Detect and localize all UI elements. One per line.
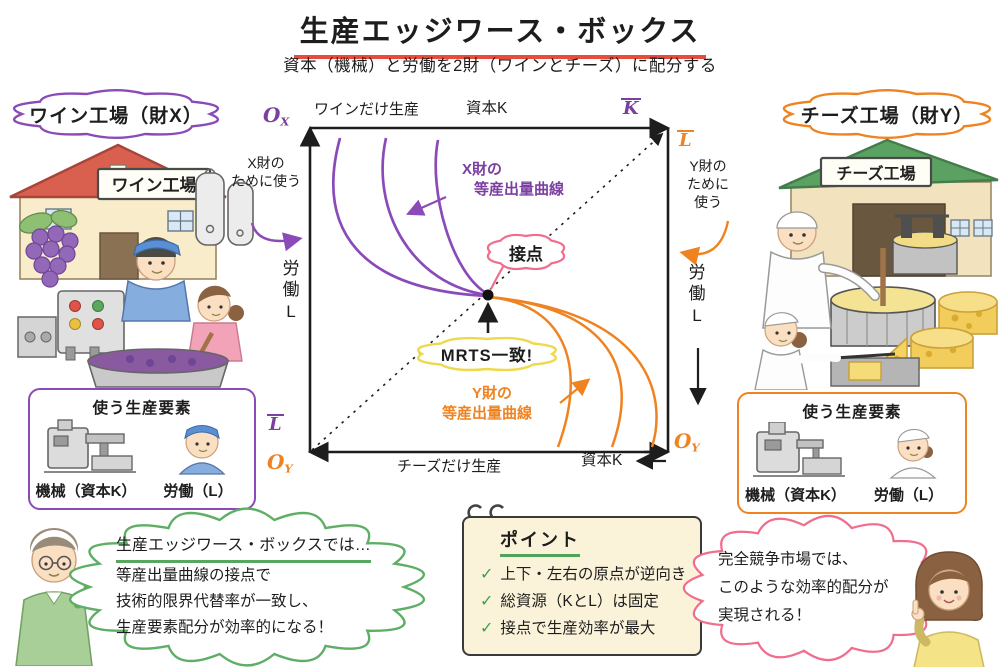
wine-factory-scene: ワイン工場	[9, 143, 254, 388]
cheese-factory-sign	[819, 156, 933, 188]
y-use-arrow	[679, 220, 730, 266]
green-bubble-line: 生産要素配分が効率的になる！	[116, 619, 334, 637]
cheese-worker-woman	[754, 312, 920, 390]
green-summary-bubble: 生産エッジワース・ボックスでは… 等産出量曲線の接点で 技術的限界代替率が一致し…	[68, 507, 426, 667]
cloud-outline	[486, 233, 566, 271]
wine-factory-bubble: ワイン工場（財X）	[12, 86, 220, 142]
check-icon: ✓	[480, 619, 494, 637]
point-card: ポイント ✓ 上下・左右の原点が逆向き ✓ 総資源（KとL）は固定 ✓ 接点で生…	[462, 516, 702, 656]
capital-top-label: 資本K	[466, 100, 508, 117]
cloud-outline	[12, 88, 220, 140]
cheese-factory-bubble: チーズ工場（財Y）	[782, 86, 992, 142]
pink-bubble-line: 実現される！	[718, 606, 812, 624]
y-isoquant-label-arrow	[559, 378, 591, 404]
cloud-outline	[417, 336, 557, 372]
page-subtitle: 資本（機械）と労働を2財（ワインとチーズ）に配分する	[283, 57, 717, 75]
point-item: ✓ 上下・左右の原点が逆向き	[480, 563, 700, 588]
machine-icon	[44, 419, 136, 473]
capital-bottom-label: 資本K	[581, 452, 623, 469]
wine-capital-label: 機械（資本K）	[35, 483, 137, 500]
cloud-outline	[682, 514, 947, 662]
page-title: 生産エッジワース・ボックス	[293, 8, 707, 59]
wine-factory-sign-text: ワイン工場	[112, 176, 197, 195]
header: 生産エッジワース・ボックス	[0, 8, 1000, 59]
y-isoquant-label: Y財の等産出量曲線	[442, 385, 533, 422]
check-icon: ✓	[480, 592, 494, 610]
wine-factory-bubble-label: ワイン工場（財X）	[29, 105, 203, 127]
green-bubble-line: 技術的限界代替率が一致し、	[116, 593, 318, 611]
labor-left-label: 労働L	[282, 259, 300, 321]
x-isoquant-curves	[332, 137, 489, 298]
wine-labor-label: 労働（L）	[163, 483, 233, 500]
green-bubble-line: 等産出量曲線の接点で	[116, 567, 272, 585]
point-item-text: 接点で生産効率が最大	[500, 619, 656, 637]
pink-bubble-content: 完全競争市場では、 このような効率的配分が 実現される！	[718, 546, 889, 630]
tangent-bubble: 接点	[482, 229, 570, 275]
origin-y-bottom-left-label: OY	[267, 450, 293, 476]
pink-bubble-line: 完全競争市場では、	[718, 551, 858, 569]
male-worker-icon	[178, 424, 226, 475]
cheese-factory-building: チーズ工場	[778, 138, 999, 277]
cheese-factory-bubble-label: チーズ工場（財Y）	[800, 105, 974, 127]
wine-tanks	[195, 168, 254, 246]
labor-right-label: 労働L	[688, 263, 706, 325]
tangent-bubble-label: 接点	[509, 244, 543, 264]
cloud-outline	[68, 507, 426, 667]
cheese-labor-label: 労働（L）	[873, 487, 944, 504]
presenter-woman-figure	[911, 551, 985, 667]
green-bubble-heading: 生産エッジワース・ボックスでは…	[116, 533, 371, 564]
cheese-capital-label: 機械（資本K）	[745, 487, 846, 504]
cheese-factory-sign-text: チーズ工場	[836, 164, 915, 183]
l-bar-left-label: L	[267, 414, 284, 435]
tangent-bubble-tail	[490, 264, 505, 290]
point-item: ✓ 接点で生産効率が最大	[480, 617, 700, 642]
l-bar-right-label: L	[677, 130, 694, 151]
x-isoquant-label: X財の等産出量曲線	[462, 161, 565, 198]
green-bubble-content: 生産エッジワース・ボックスでは… 等産出量曲線の接点で 技術的限界代替率が一致し…	[108, 533, 371, 642]
x-use-label: X財のために使う	[231, 155, 301, 190]
cheese-factors-box: 使う生産要素 機械（資本K） 労働（L）	[737, 392, 967, 514]
wine-factors-box: 使う生産要素 機械（資本K） 労働（L）	[28, 388, 256, 510]
cheese-only-label: チーズだけ生産	[397, 458, 502, 475]
point-item: ✓ 総資源（KとL）は固定	[480, 590, 700, 615]
wine-only-label: ワインだけ生産	[314, 101, 420, 118]
y-use-label: Y財のために使う	[687, 158, 729, 211]
check-icon: ✓	[480, 566, 494, 583]
edgeworth-box-diagram	[250, 117, 730, 470]
cloud-outline	[782, 88, 992, 140]
cheese-factors-title: 使う生産要素	[802, 404, 902, 421]
mrts-bubble: MRTS一致!	[414, 332, 560, 376]
wine-factors-title: 使う生産要素	[92, 400, 192, 417]
origin-y-bottom-right-label: OY	[674, 429, 700, 455]
wine-press-machine	[17, 290, 125, 361]
y-isoquant-curves	[487, 295, 658, 448]
mrts-bubble-label: MRTS一致!	[440, 347, 534, 365]
cheese-factory-scene: チーズ工場	[754, 138, 999, 390]
pink-bubble-line: このような効率的配分が	[718, 579, 889, 597]
origin-x-label: OX	[263, 103, 290, 129]
wine-vat	[86, 348, 230, 388]
female-worker-icon	[889, 428, 937, 479]
point-item-text: 総資源（KとL）は固定	[500, 592, 659, 610]
cheese-worker-man	[762, 211, 880, 329]
grapes-icon	[18, 209, 79, 288]
x-isoquant-label-arrow	[405, 195, 447, 216]
point-card-title: ポイント	[500, 526, 580, 557]
machine-icon	[753, 422, 845, 477]
x-use-arrow	[250, 222, 303, 252]
cheese-vats	[830, 214, 958, 347]
k-bar-label: K	[621, 98, 641, 119]
point-item-text: 上下・左右の原点が逆向き	[500, 566, 687, 583]
tangent-point	[482, 289, 494, 301]
wine-worker-man	[121, 237, 191, 322]
pink-conclusion-bubble: 完全競争市場では、 このような効率的配分が 実現される！	[682, 514, 947, 662]
